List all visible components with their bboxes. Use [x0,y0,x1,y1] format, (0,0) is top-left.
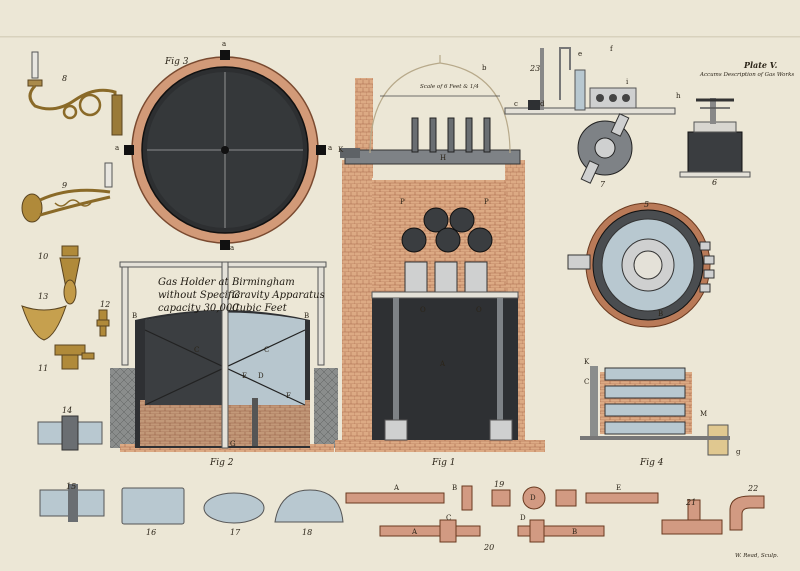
num-6: 6 [712,178,718,187]
num-7: 7 [600,180,606,189]
engraver-credit: W. Read, Sculp. [735,553,779,559]
num-19: 19 [494,480,505,489]
letter-P-right: P [484,198,489,206]
fig4-label: Fig 4 [640,458,664,468]
letter-a-left: a [115,144,120,152]
letter-h: h [676,92,681,100]
cock-fig11 [54,344,95,370]
letter-A: A [440,360,446,368]
num-21: 21 [686,498,697,507]
letter-f: f [610,45,613,53]
num-12: 12 [100,300,111,309]
letter-d: d [540,100,545,108]
note-line: Cubic Feet [232,303,287,314]
fig3-label: Fig 3 [165,57,189,67]
letter-B-left: B [132,312,138,320]
pipe-joint-fig14 [37,415,103,451]
letter-a-top: a [222,40,227,48]
num-18: 18 [302,528,313,537]
num-10: 10 [38,252,49,261]
num-17: 17 [230,528,241,537]
letter-E: E [242,372,248,380]
bracket-fig8 [27,51,123,136]
num-15: 15 [66,482,77,491]
note-line: Gravity Apparatus [232,290,325,301]
letter-G: G [230,440,236,448]
letter-H: H [440,154,447,162]
purifier-plan-fig5 [567,202,715,328]
num-5: 5 [644,200,650,209]
letter-e: e [578,50,583,58]
gas-holder-note-left: Gas Holder at without Specific capacity … [158,276,240,315]
fold-line [0,36,800,38]
letter-O-right: O [476,306,482,314]
letter-a-right: a [328,144,333,152]
top-apparatus [504,47,676,115]
letter-C-left: C [194,346,200,354]
letter-b: b [482,64,487,72]
letter-g: g [736,448,741,456]
valve-fig7 [577,113,633,184]
press-fig6 [679,98,751,178]
num-14: 14 [62,406,73,415]
num-8: 8 [62,74,68,83]
num-9: 9 [62,181,68,190]
letter-i: i [626,78,629,86]
letter-C-right: C [264,346,270,354]
note-line: without Specific [158,290,241,301]
bracket-fig9 [21,162,113,223]
letter-A-pipe: A [394,484,400,492]
nipple-fig12 [96,309,110,337]
num-11: 11 [38,364,49,373]
fig2-label: Fig 2 [210,458,234,468]
note-line: Birmingham [232,277,295,288]
retort-house-fig1 [335,55,545,452]
note-line: Gas Holder at [158,277,229,288]
letter-O-left: O [420,306,426,314]
bottom-pipe-parts [39,484,765,543]
letter-D-pipe: D [530,494,536,502]
letter-P-left: P [400,198,405,206]
letter-B-pipe2: B [572,528,578,536]
letter-B-pipe: B [452,484,458,492]
letter-K: K [338,146,344,154]
num-23: 23 [530,64,541,73]
num-20: 20 [484,543,495,552]
letter-K-fig4: K [584,358,590,366]
letter-c: c [514,100,518,108]
gasholder-plan-fig3 [124,50,326,250]
cup-fig13 [21,305,67,341]
gasholder-elevation-fig2 [110,261,338,452]
letter-C-pipe2: C [446,514,452,522]
letter-A-pipe2: A [412,528,418,536]
num-13: 13 [38,292,49,301]
gas-holder-note-right: Birmingham Gravity Apparatus Cubic Feet [232,276,325,315]
letter-B-fig5: B [658,310,664,318]
letter-M: M [700,410,708,418]
scale-note: Scale of 6 Feet & 1/4 [420,84,479,90]
num-16: 16 [146,528,157,537]
letter-D: D [258,372,264,380]
letter-a-bottom: a [230,244,235,252]
condenser-fig4 [580,366,730,456]
burner-fig10 [59,245,81,305]
note-line: capacity 30,000 [158,303,239,314]
letter-E-pipe: E [616,484,622,492]
fig1-label: Fig 1 [432,458,456,468]
letter-D-pipe2: D [520,514,526,522]
letter-F: F [286,392,291,400]
plate-title: Plate V. [744,60,778,70]
num-22: 22 [748,484,759,493]
letter-B-right: B [304,312,310,320]
plate-subtitle: Accums Description of Gas Works [700,72,795,78]
letter-C-fig4: C [584,378,590,386]
